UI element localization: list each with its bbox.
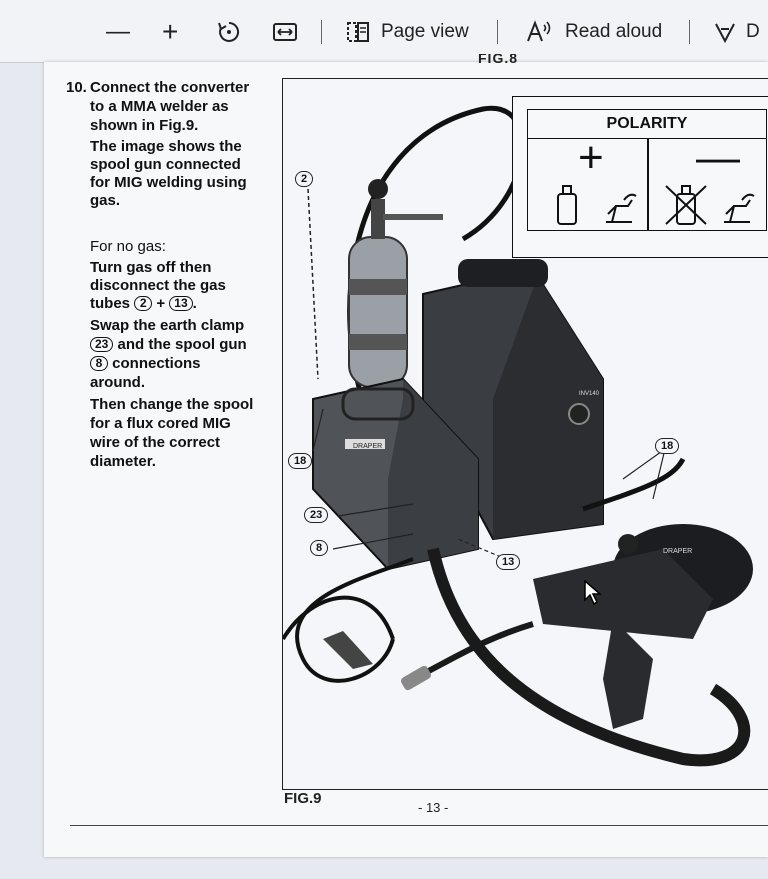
fig8-caption: FIG.8: [478, 54, 519, 64]
polarity-plus: +: [578, 133, 604, 182]
text-line: gas.: [90, 192, 121, 209]
tubes-line: tubes 2 + 13.: [90, 295, 276, 313]
text-span: tubes: [90, 295, 131, 312]
text-span: .: [192, 295, 197, 312]
ref-callout: 2: [134, 296, 153, 311]
page-view-label: Page view: [381, 21, 469, 42]
zoom-out-button[interactable]: —: [106, 14, 130, 50]
page-view-button[interactable]: Page view: [345, 14, 469, 50]
text-span: connections: [112, 355, 201, 372]
read-aloud-icon: [527, 20, 551, 42]
text-line: for a flux cored MIG: [90, 415, 231, 432]
text-line: Then change the spool: [90, 396, 254, 413]
toolbar-divider: [321, 20, 322, 44]
callout-23: 23: [304, 507, 329, 523]
image-paragraph: The image shows the spool gun connected …: [90, 138, 276, 210]
text-line: diameter.: [90, 453, 156, 470]
text-span: +: [156, 295, 166, 312]
polarity-minus: —: [696, 133, 740, 182]
text-line: to a MMA welder as: [90, 98, 229, 115]
gun-line: 8 connections: [90, 354, 276, 373]
page-number: - 13 -: [418, 800, 449, 815]
clamp-line: 23 and the spool gun: [90, 335, 276, 354]
fit-width-icon: [273, 23, 297, 41]
toolbar-divider: [497, 20, 498, 44]
text-line: around.: [90, 374, 145, 391]
pdf-toolbar: — + Page view Read aloud: [0, 0, 768, 63]
fig9-caption: FIG.9: [284, 790, 322, 807]
text-line: spool gun connected: [90, 156, 241, 173]
step-number: 10.: [66, 79, 87, 96]
ref-callout: 13: [169, 296, 193, 311]
welder-label: INV140: [579, 391, 600, 397]
text-line: shown in Fig.9.: [90, 117, 199, 134]
fit-width-button[interactable]: [272, 14, 298, 50]
callout-2: 2: [295, 171, 314, 187]
zoom-out-icon: —: [106, 18, 130, 45]
polarity-table: POLARITY + —: [527, 109, 767, 231]
draw-label: D: [746, 21, 760, 42]
polarity-box: POLARITY + —: [512, 96, 768, 258]
text-span: and the spool gun: [117, 336, 247, 353]
no-gas-bottle-icon: [665, 185, 707, 225]
mouse-cursor-icon: [584, 580, 602, 606]
rotate-icon: [218, 21, 240, 42]
text-line: for MIG welding using: [90, 174, 247, 191]
swap-paragraph: Swap the earth clamp 23 and the spool gu…: [90, 316, 276, 392]
text-line: Turn gas off then: [90, 259, 212, 276]
spool-gun-badge: DRAPER: [663, 548, 692, 555]
draw-button[interactable]: D: [712, 14, 760, 50]
torch-icon: [724, 193, 755, 223]
zoom-in-button[interactable]: +: [162, 14, 178, 50]
step-10: 10. Connect the converter to a MMA welde…: [66, 78, 276, 474]
read-aloud-button[interactable]: Read aloud: [525, 14, 662, 50]
step-body: Connect the converter to a MMA welder as…: [90, 78, 276, 474]
ref-callout: 23: [90, 337, 114, 352]
torch-icon: [606, 193, 637, 223]
text-line: Swap the earth clamp: [90, 317, 245, 334]
instructions-text: 10. Connect the converter to a MMA welde…: [66, 78, 276, 474]
ref-callout: 8: [90, 356, 108, 371]
page-view-icon: [347, 22, 369, 42]
page-bottom-rule: [70, 825, 768, 826]
callout-13: 13: [496, 554, 521, 570]
no-gas-heading: For no gas:: [90, 238, 166, 255]
toolbar-divider: [689, 20, 690, 44]
text-line: disconnect the gas: [90, 277, 226, 294]
draw-icon: [715, 23, 735, 44]
callout-18-left: 18: [288, 453, 313, 469]
welder-setup-illustration: DRAPER INV140 DRAPER: [283, 105, 753, 767]
gas-bottle-icon: [557, 185, 577, 225]
read-aloud-label: Read aloud: [565, 21, 663, 42]
text-line: wire of the correct: [90, 434, 221, 451]
polarity-divider: [647, 138, 649, 230]
text-line: The image shows the: [90, 138, 242, 155]
zoom-in-icon: +: [162, 16, 179, 47]
text-line: Connect the converter: [90, 79, 250, 96]
connect-paragraph: Connect the converter to a MMA welder as…: [90, 78, 276, 135]
callout-8: 8: [310, 540, 329, 556]
spool-paragraph: Then change the spool for a flux cored M…: [90, 395, 276, 471]
turn-off-paragraph: Turn gas off then disconnect the gas tub…: [90, 259, 276, 313]
figure-9-frame: DRAPER INV140 DRAPER: [282, 78, 768, 790]
callout-18-right: 18: [655, 438, 680, 454]
converter-badge: DRAPER: [353, 443, 382, 450]
rotate-button[interactable]: [216, 14, 242, 50]
